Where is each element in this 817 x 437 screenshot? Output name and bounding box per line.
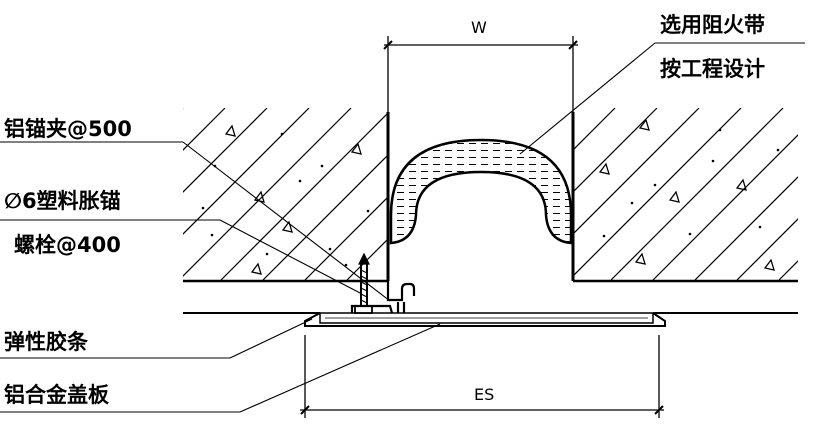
concrete-hatch-line <box>573 108 658 193</box>
concrete-hatch-line <box>573 108 616 151</box>
concrete-hatch-line <box>610 108 784 280</box>
concrete-hatch-line <box>183 108 268 193</box>
label-aluminum-cover: 铝合金盖板 <box>4 383 110 407</box>
concrete-hatch-line <box>220 112 388 280</box>
concrete-hatch-line <box>573 108 700 235</box>
concrete-hatch-line <box>183 108 226 151</box>
aluminum-anchor-clip <box>350 281 416 314</box>
concrete-hatch-line <box>778 260 798 280</box>
aluminum-cover-plate <box>304 312 666 327</box>
concrete-hatch-line <box>652 134 798 280</box>
label-fire-belt-line2: 按工程设计 <box>660 57 765 81</box>
dim-w-label: W <box>471 18 487 37</box>
label-aluminum-clip: 铝锚夹@500 <box>4 117 132 141</box>
leader-lines <box>0 42 805 413</box>
concrete-hatch-line <box>736 218 798 280</box>
fire-belt-arch <box>389 138 573 245</box>
dimension-w <box>383 36 578 112</box>
right-concrete-slab <box>571 108 798 314</box>
concrete-hatch-line <box>346 238 388 280</box>
concrete-hatch-line <box>183 108 352 277</box>
concrete-hatch-line <box>694 176 798 280</box>
label-plastic-anchor-line1: ∅6塑料胀锚 <box>4 189 121 213</box>
label-plastic-anchor-line2: 螺栓@400 <box>14 233 121 257</box>
concrete-hatch-line <box>573 108 742 277</box>
dimension-es <box>300 335 664 418</box>
concrete-hatch-line <box>183 108 310 235</box>
anchor-bolt <box>354 252 373 314</box>
concrete-hatch-line <box>262 154 388 280</box>
concrete-hatch-line <box>304 196 388 280</box>
left-concrete-slab <box>183 108 390 314</box>
dim-es-label: ES <box>474 385 494 404</box>
label-elastic-strip: 弹性胶条 <box>4 330 89 354</box>
label-fire-belt-line1: 选用阻火带 <box>660 13 765 37</box>
